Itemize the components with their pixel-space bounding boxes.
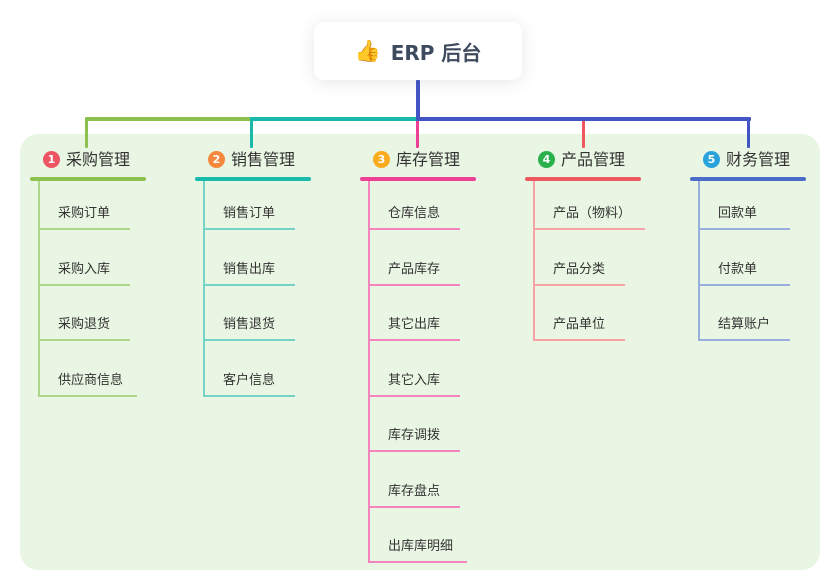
branch-2-item-4[interactable]: 客户信息 — [203, 367, 295, 397]
branch-4-label[interactable]: 产品管理 — [561, 150, 626, 169]
branch-4-item-2[interactable]: 产品分类 — [533, 256, 625, 286]
branch-5-label[interactable]: 财务管理 — [726, 150, 791, 169]
branch-2-number-badge: 2 — [208, 151, 225, 168]
branch-2-item-2[interactable]: 销售出库 — [203, 256, 295, 286]
branch-5-number-badge: 5 — [703, 151, 720, 168]
branch-3-item-6[interactable]: 库存盘点 — [368, 478, 460, 508]
branch-5-rail — [698, 181, 700, 341]
branch-4-underline — [525, 177, 641, 181]
branch-1-item-4[interactable]: 供应商信息 — [38, 367, 138, 397]
branch-3-item-5[interactable]: 库存调拨 — [368, 422, 460, 452]
branch-3-drop-line — [415, 119, 419, 148]
branch-3-underline — [360, 177, 476, 181]
branch-2-rail — [203, 181, 205, 397]
branch-2-item-1[interactable]: 销售订单 — [203, 200, 295, 230]
branch-3-item-2[interactable]: 产品库存 — [368, 256, 460, 286]
branch-3-item-1[interactable]: 仓库信息 — [368, 200, 460, 230]
branch-5-underline — [690, 177, 806, 181]
branch-4-item-1[interactable]: 产品（物料） — [533, 200, 646, 230]
branch-1-underline — [30, 177, 146, 181]
branch-3-item-3[interactable]: 其它出库 — [368, 311, 460, 341]
branch-4-rail — [533, 181, 535, 341]
branch-5-item-1[interactable]: 回款单 — [698, 200, 790, 230]
branch-4-item-3[interactable]: 产品单位 — [533, 311, 625, 341]
connector-blue-segment — [415, 117, 751, 121]
connector-green-segment — [84, 117, 254, 121]
branch-2-underline — [195, 177, 311, 181]
branch-1-item-1[interactable]: 采购订单 — [38, 200, 130, 230]
thumbs-up-icon: 👍 — [354, 38, 381, 63]
branch-4-drop-line — [581, 119, 585, 148]
root-drop-line — [415, 80, 420, 121]
mindmap-panel — [20, 134, 820, 570]
root-node-erp[interactable]: 👍 ERP 后台 — [314, 22, 522, 80]
branch-3-item-7[interactable]: 出库库明细 — [368, 533, 468, 563]
branch-2-drop-line — [249, 117, 253, 148]
branch-5-item-3[interactable]: 结算账户 — [698, 311, 790, 341]
root-node-label: ERP 后台 — [390, 40, 482, 65]
branch-1-number-badge: 1 — [43, 151, 60, 168]
branch-1-label[interactable]: 采购管理 — [66, 150, 131, 169]
connector-teal-segment — [249, 117, 418, 121]
branch-5-drop-line — [746, 117, 750, 148]
branch-2-item-3[interactable]: 销售退货 — [203, 311, 295, 341]
branch-3-label[interactable]: 库存管理 — [396, 150, 461, 169]
branch-1-drop-line — [84, 117, 88, 148]
branch-1-item-2[interactable]: 采购入库 — [38, 256, 130, 286]
branch-3-rail — [368, 181, 370, 563]
branch-1-item-3[interactable]: 采购退货 — [38, 311, 130, 341]
branch-4-number-badge: 4 — [538, 151, 555, 168]
branch-2-label[interactable]: 销售管理 — [231, 150, 296, 169]
branch-3-number-badge: 3 — [373, 151, 390, 168]
branch-1-rail — [38, 181, 40, 397]
branch-3-item-4[interactable]: 其它入库 — [368, 367, 460, 397]
branch-5-item-2[interactable]: 付款单 — [698, 256, 790, 286]
